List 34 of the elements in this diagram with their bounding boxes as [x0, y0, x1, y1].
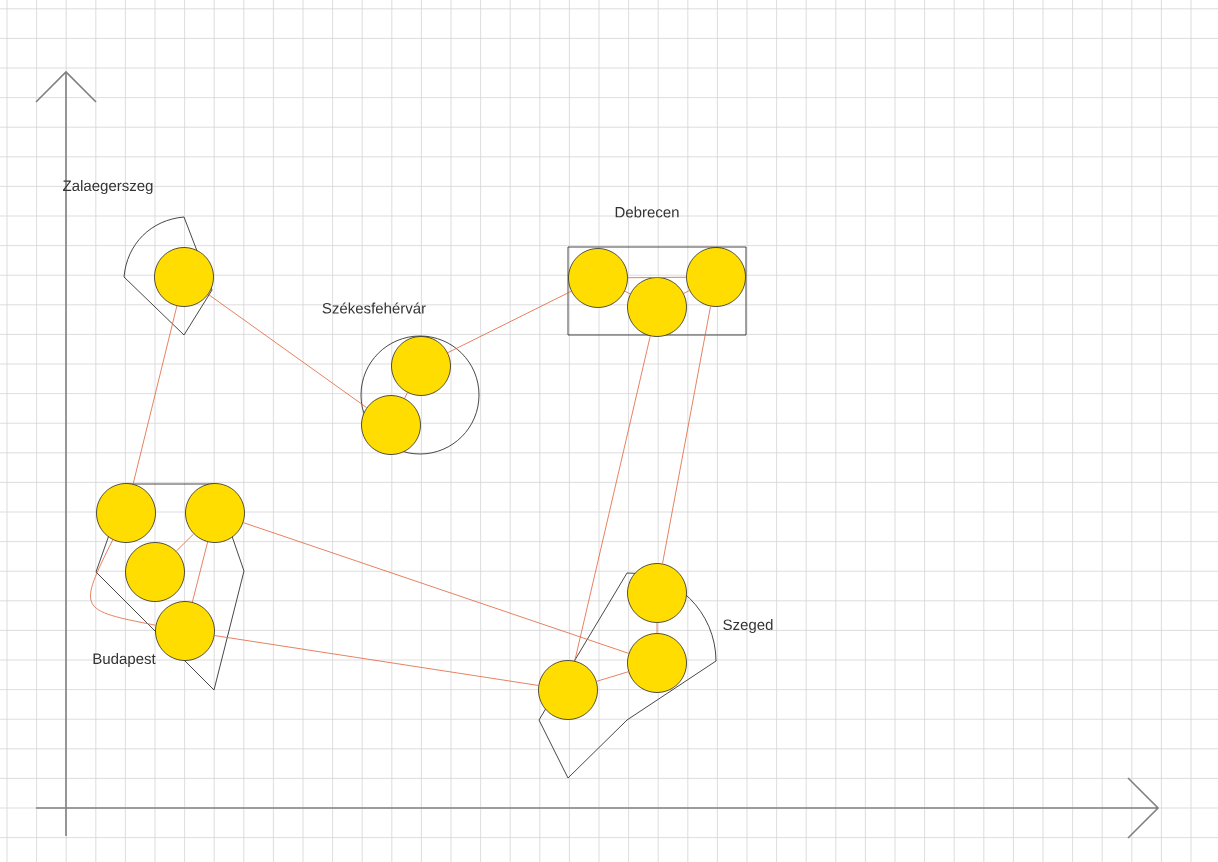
- connector-line: [191, 541, 209, 603]
- connector-line: [132, 305, 178, 485]
- circle-node: [627, 277, 687, 337]
- circle-node: [686, 247, 746, 307]
- node-label: Debrecen: [615, 206, 679, 218]
- connector-line: [656, 622, 658, 634]
- connector-line: [404, 392, 408, 399]
- circle-node: [185, 483, 245, 543]
- connector-line: [574, 335, 651, 662]
- cluster-outline: Debrecen: [567, 206, 747, 336]
- circle-node: [361, 395, 421, 455]
- circle-node: [125, 542, 185, 602]
- connector-line: [242, 522, 630, 654]
- connector-line: [214, 635, 539, 686]
- connector-line: [596, 671, 629, 682]
- connector-line: [683, 290, 690, 294]
- connector-line: [662, 306, 711, 564]
- circle-node: [155, 601, 215, 661]
- circle-node: [568, 248, 628, 308]
- connector-line: [207, 294, 368, 408]
- connector-line: [627, 276, 687, 279]
- circle-node: [391, 336, 451, 396]
- node-label: Székesfehérvár: [322, 302, 426, 314]
- circle-node: [627, 633, 687, 693]
- circle-node: [154, 247, 214, 307]
- circle-node: [538, 660, 598, 720]
- circle-node: [96, 483, 156, 543]
- node-label: Szeged: [723, 619, 773, 633]
- connector-line: [175, 533, 195, 552]
- circle-node: [627, 563, 687, 623]
- connector-line: [447, 290, 572, 354]
- node-label: Zalaegerszeg: [63, 180, 153, 194]
- connector-line: [624, 290, 631, 295]
- connector-line: [90, 539, 157, 626]
